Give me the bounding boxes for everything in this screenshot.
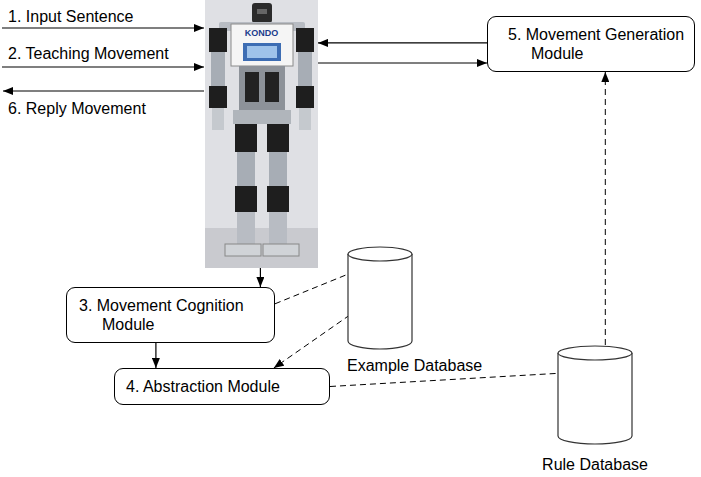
robot-photo xyxy=(205,0,318,268)
label-holder: 6. Reply Movement xyxy=(8,99,146,118)
database-cylinder xyxy=(557,345,633,445)
module-box: 3. Movement Cognition Module xyxy=(66,287,275,343)
database: Example Database xyxy=(340,246,500,378)
io-label: 6. Reply Movement xyxy=(8,99,146,118)
control-arrow xyxy=(260,268,261,287)
data-flow-arrow xyxy=(605,72,606,345)
robot-brand: KONDO xyxy=(205,0,318,39)
module-box: 5. Movement Generation Module xyxy=(487,16,695,72)
control-arrow xyxy=(318,62,487,63)
input-arrow xyxy=(2,27,204,28)
io-label: 2. Teaching Movement xyxy=(8,44,169,63)
database-label: Rule Database xyxy=(538,455,652,474)
control-arrow xyxy=(155,343,156,368)
reply-arrow xyxy=(3,90,204,91)
database-label: Example Database xyxy=(340,356,500,375)
module-box: 4. Abstraction Module xyxy=(114,368,330,405)
module-label: 3. Movement Cognition Module xyxy=(102,296,268,334)
label-holder: 2. Teaching Movement xyxy=(8,44,169,63)
robot-figure: KONDO xyxy=(205,0,318,268)
module-label: 5. Movement Generation Module xyxy=(531,25,688,63)
database-cylinder xyxy=(347,246,413,350)
database: Rule Database xyxy=(538,345,652,476)
control-arrow xyxy=(318,42,487,43)
label-holder: 1. Input Sentence xyxy=(8,7,133,26)
teaching-arrow xyxy=(2,66,204,67)
io-label: 1. Input Sentence xyxy=(8,7,133,26)
module-label: 4. Abstraction Module xyxy=(126,377,319,396)
